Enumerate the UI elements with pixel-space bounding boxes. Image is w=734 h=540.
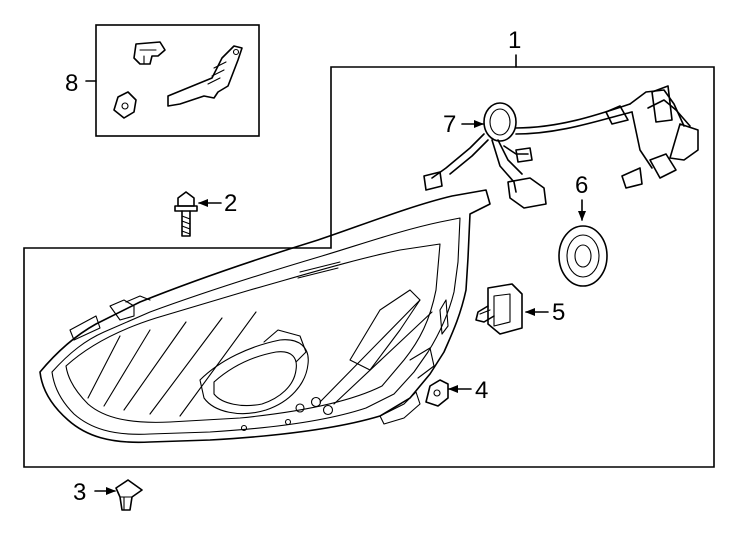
- assembly-outline-box: [23, 66, 715, 468]
- push-clip: [115, 479, 143, 511]
- retainer-clip-top: [133, 41, 166, 65]
- retainer-clip-bottom: [113, 91, 137, 119]
- callout-8: 8: [65, 70, 78, 97]
- kit-outline-box: [95, 24, 260, 137]
- bulb-socket: [475, 283, 523, 335]
- mounting-bracket: [167, 45, 243, 107]
- small-bracket: [425, 379, 449, 407]
- callout-3: 3: [73, 479, 86, 506]
- dust-cap: [558, 225, 608, 287]
- wiring-harness: [423, 85, 699, 209]
- bolt: [174, 191, 198, 237]
- callout-1: 1: [508, 27, 521, 54]
- callout-6: 6: [575, 172, 588, 199]
- callout-4: 4: [475, 377, 488, 404]
- callout-2: 2: [224, 190, 237, 217]
- callout-5: 5: [552, 299, 565, 326]
- headlamp-assembly: [39, 189, 491, 444]
- callout-7: 7: [443, 111, 456, 138]
